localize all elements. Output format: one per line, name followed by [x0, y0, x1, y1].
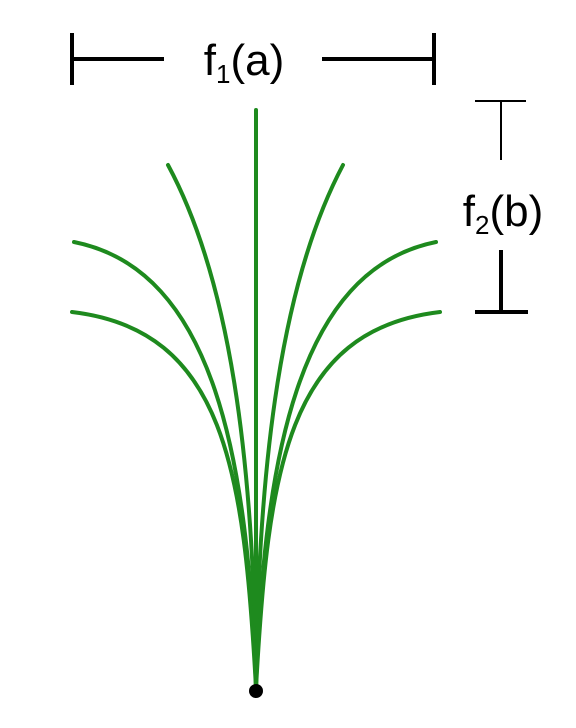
- blade-outer-left: [70, 310, 258, 690]
- width-label-argument: (a): [230, 36, 284, 85]
- height-label-argument: (b): [489, 187, 543, 236]
- blade-inner-right: [254, 163, 345, 690]
- width-label-subscript: 1: [216, 59, 230, 89]
- height-dimension-label: f2(b): [463, 187, 543, 240]
- root-dot: [249, 684, 263, 698]
- blade-inner-left: [166, 163, 258, 690]
- width-dimension: [70, 33, 436, 85]
- blade-outer-right: [254, 310, 442, 690]
- blades: [70, 108, 442, 690]
- height-dimension: [475, 100, 528, 314]
- width-label-symbol: f: [204, 36, 217, 85]
- width-dimension-label: f1(a): [204, 36, 284, 89]
- height-label-subscript: 2: [475, 210, 489, 240]
- height-label-symbol: f: [463, 187, 476, 236]
